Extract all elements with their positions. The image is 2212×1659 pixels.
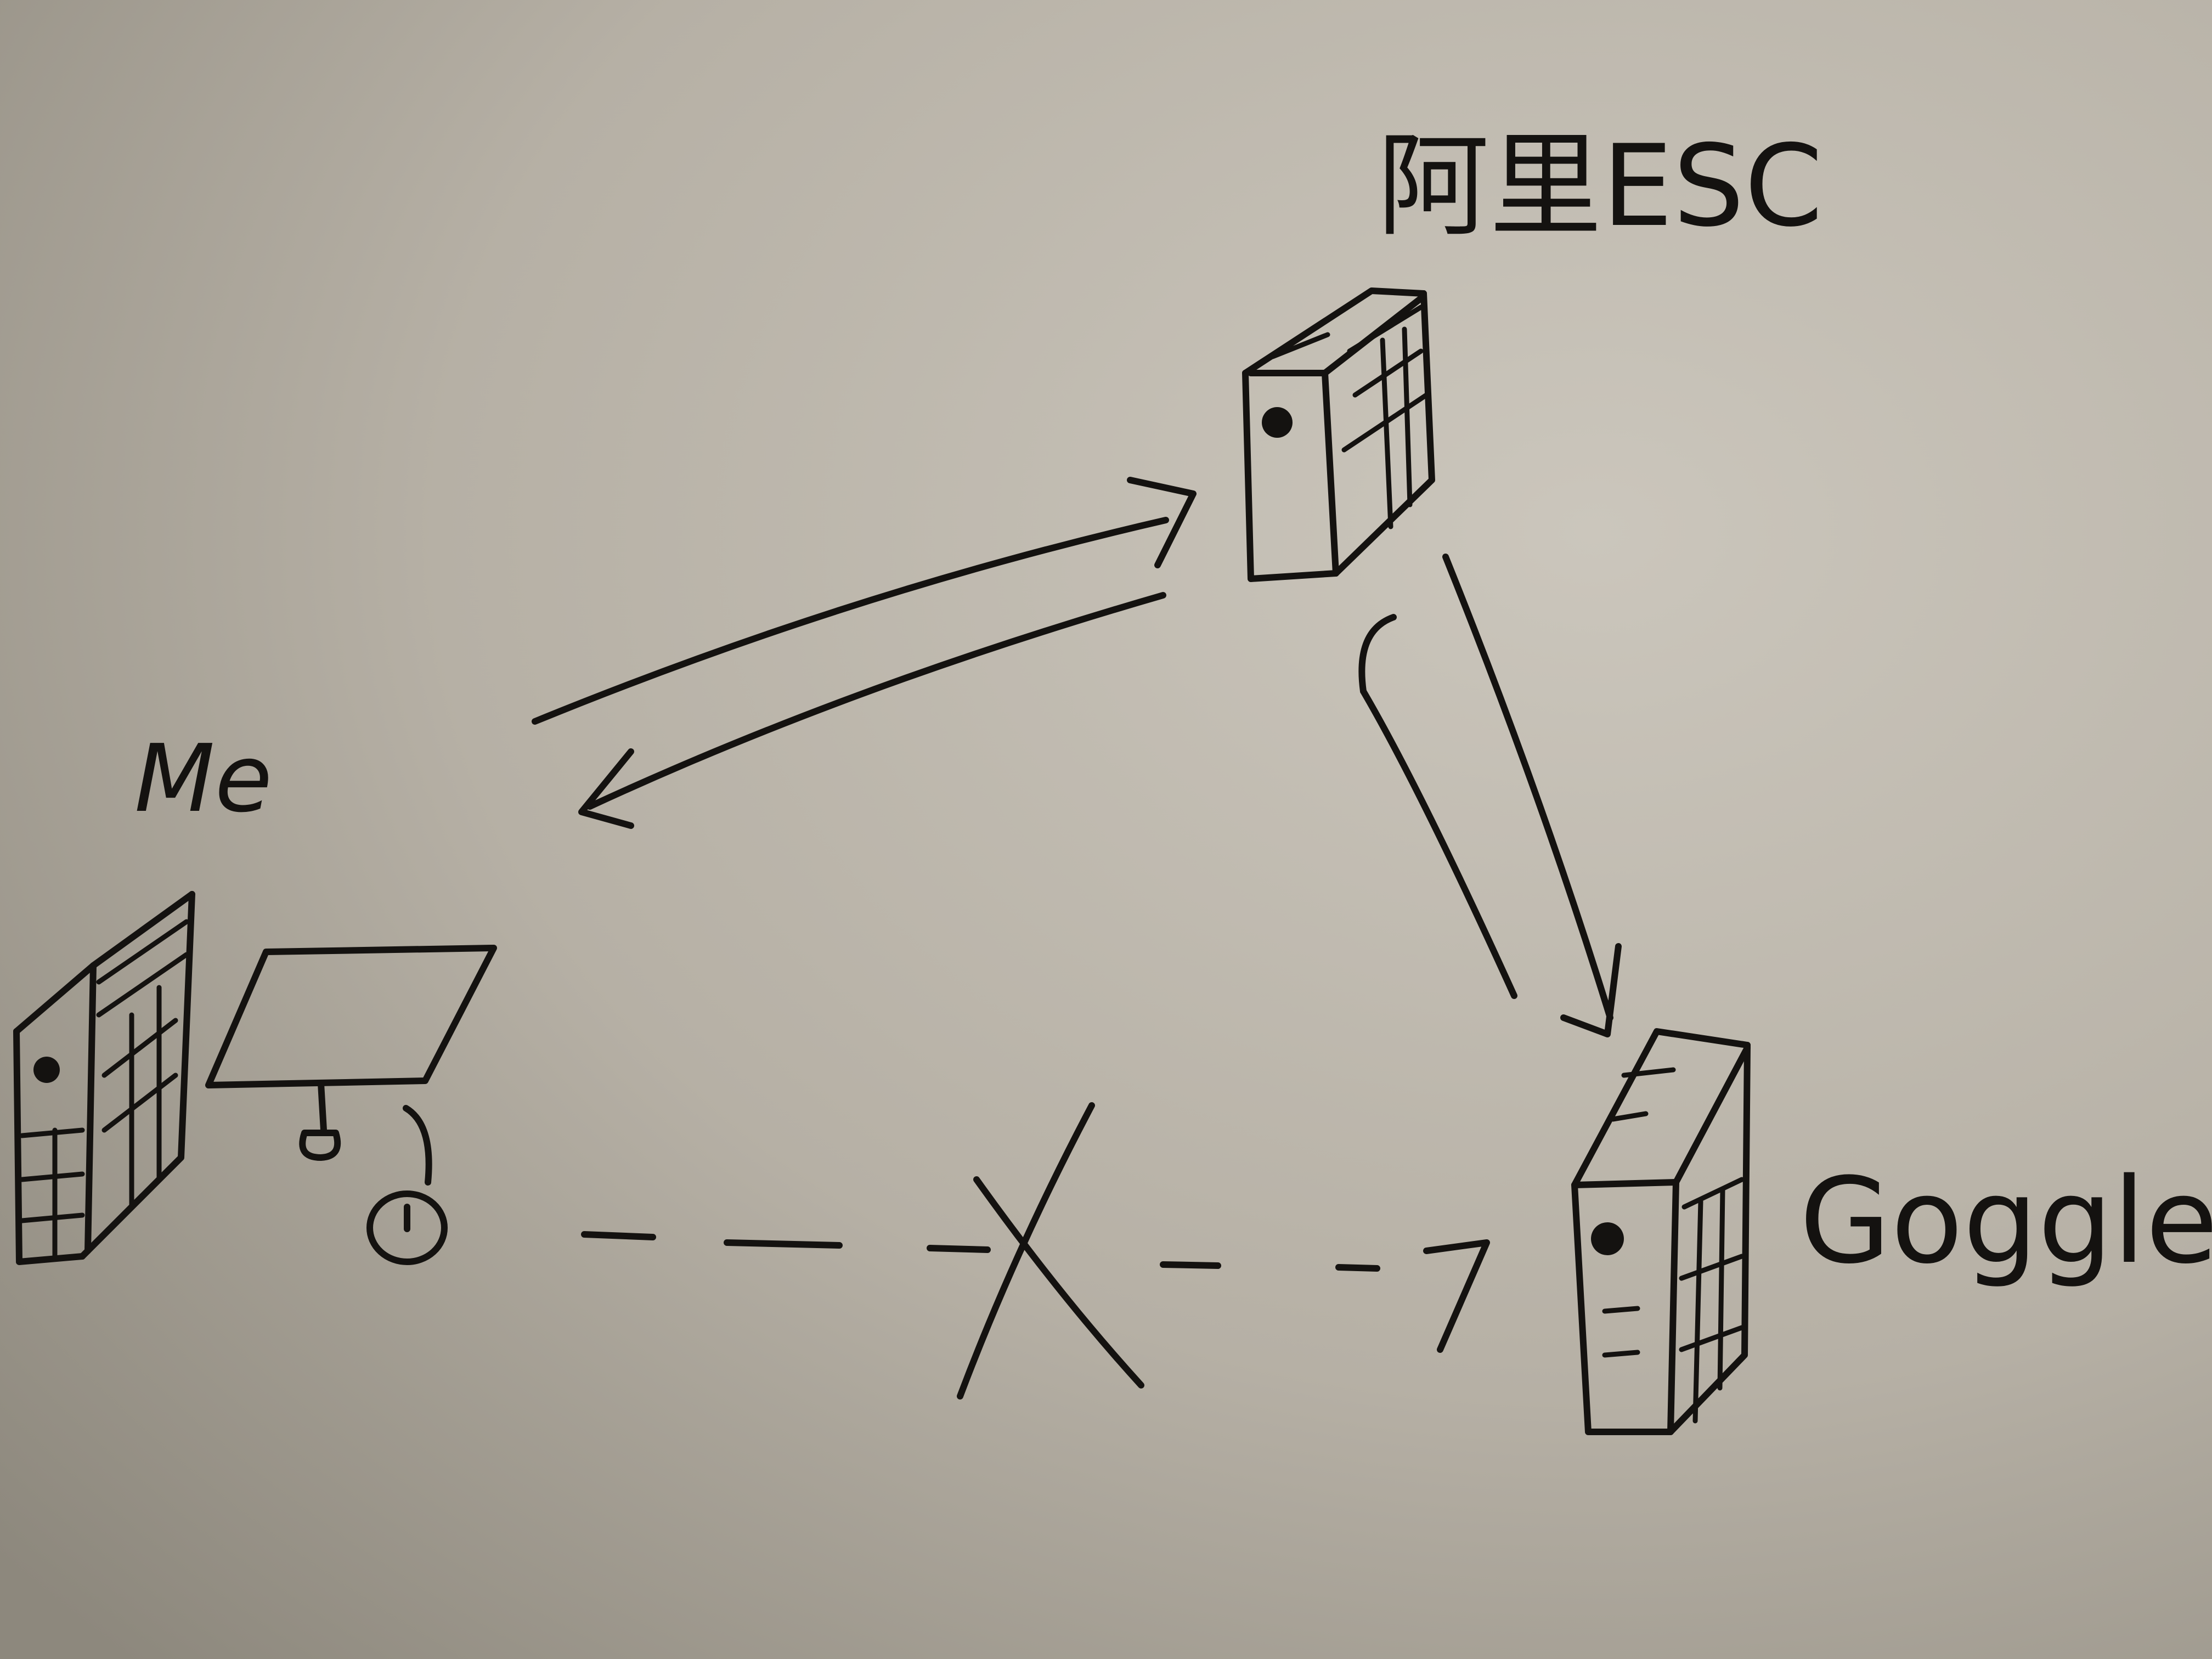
- node-me: Me: [13, 725, 497, 1265]
- mouse-icon: [366, 1105, 448, 1265]
- edge-me-to-relay: [532, 477, 1197, 725]
- monitor-icon: [205, 945, 497, 1161]
- edge-target-to-relay: [1358, 614, 1517, 999]
- desktop-tower-icon: [13, 891, 195, 1265]
- server-tower-icon: [1242, 287, 1435, 582]
- power-button-icon: [1591, 1222, 1624, 1255]
- label-relay: 阿里ESC: [1377, 121, 1823, 252]
- power-button-icon: [1262, 407, 1293, 438]
- label-me: Me: [134, 725, 272, 833]
- edge-relay-to-target: [1442, 554, 1622, 1037]
- power-button-icon: [33, 1057, 60, 1083]
- blocked-x-mark: [957, 1102, 1144, 1400]
- label-target: Goggle.: [1799, 1152, 2212, 1290]
- edge-me-to-target-blocked: [581, 1102, 1490, 1400]
- node-target: Goggle.: [1571, 1028, 2212, 1435]
- node-relay: 阿里ESC: [1242, 121, 1823, 582]
- server-tower-icon: [1571, 1028, 1751, 1435]
- edge-relay-to-me: [578, 592, 1166, 829]
